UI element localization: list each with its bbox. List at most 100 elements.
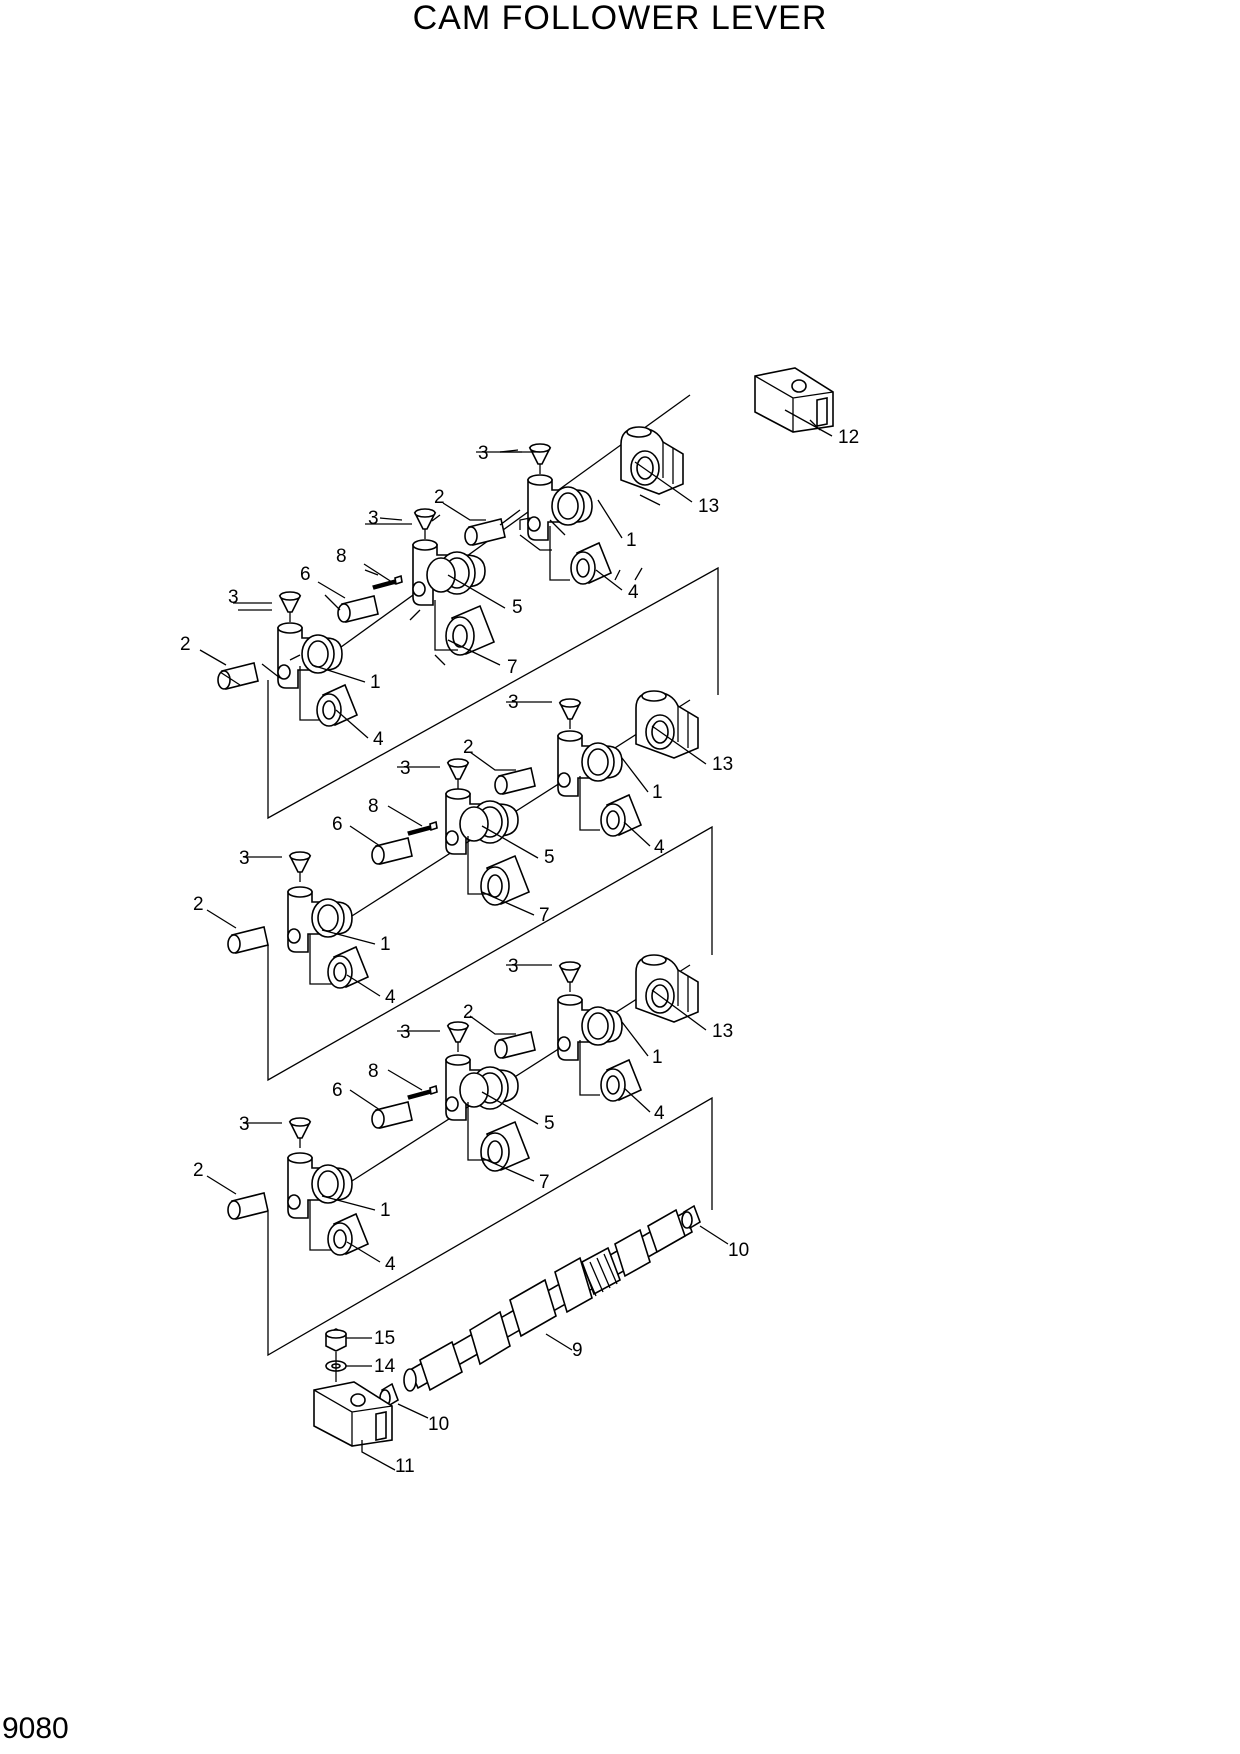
callout-9: 9 <box>572 1340 583 1361</box>
callout-13: 13 <box>712 754 733 775</box>
callout-3: 3 <box>478 443 489 464</box>
callout-10a: 10 <box>728 1240 749 1261</box>
roller-4 <box>600 1059 642 1102</box>
callout-8: 8 <box>368 1061 379 1082</box>
callout-10b: 10 <box>428 1414 449 1435</box>
follower-lever-1 <box>557 730 623 797</box>
lever-group-middle: 13 3 2 1 3 8 4 6 3 5 2 7 1 4 <box>193 690 733 1008</box>
lever-group-top: 12 13 3 2 1 3 8 4 6 3 5 2 7 1 4 <box>180 367 859 750</box>
callout-11: 11 <box>395 1456 415 1477</box>
callout-7: 7 <box>539 905 550 926</box>
callout-7: 7 <box>539 1172 550 1193</box>
callouts-camshaft: 9 10 10 11 14 15 <box>374 1240 749 1477</box>
follower-lever-1b <box>287 1152 353 1219</box>
callout-1b: 1 <box>380 934 391 955</box>
pin-2b <box>227 926 269 954</box>
pin-6 <box>371 1101 413 1129</box>
screw-8 <box>407 821 438 836</box>
callout-5: 5 <box>544 847 555 868</box>
callouts-top: 12 13 3 2 1 3 8 4 6 3 5 2 7 1 4 <box>180 427 859 750</box>
grease-nipple-3c <box>289 851 311 883</box>
nut-15 <box>325 1328 347 1352</box>
callouts-bottom: 13 3 2 1 3 8 4 6 3 5 2 7 1 4 <box>193 956 733 1275</box>
camshaft-assembly: 9 10 10 11 14 15 <box>313 1204 749 1477</box>
callout-13: 13 <box>712 1021 733 1042</box>
grease-nipple-3 <box>559 961 581 993</box>
pin-2 <box>464 518 506 546</box>
callout-3b: 3 <box>400 1022 411 1043</box>
callout-1b: 1 <box>370 672 381 693</box>
roller-4 <box>570 542 612 585</box>
callout-5: 5 <box>512 597 523 618</box>
shaft-support-13 <box>620 426 684 495</box>
callout-7: 7 <box>507 657 518 678</box>
grease-nipple-3b <box>447 1021 469 1053</box>
callout-8: 8 <box>368 796 379 817</box>
callout-3c: 3 <box>239 1114 250 1135</box>
callout-15: 15 <box>374 1328 395 1349</box>
callout-3c: 3 <box>228 587 239 608</box>
callout-1: 1 <box>652 782 663 803</box>
mounting-bracket-11 <box>313 1381 393 1447</box>
page-title: CAM FOLLOWER LEVER <box>412 0 828 37</box>
grease-nipple-3 <box>529 443 551 475</box>
grease-nipple-3b <box>414 508 436 540</box>
camshaft-9 <box>403 1208 693 1392</box>
pin-6 <box>337 595 379 623</box>
callout-2: 2 <box>434 487 445 508</box>
callout-2b: 2 <box>180 634 191 655</box>
follower-lever-1 <box>557 994 623 1061</box>
callout-3: 3 <box>508 956 519 977</box>
screw-8 <box>372 575 403 590</box>
page-number: 9080 <box>2 1712 69 1745</box>
pin-2b <box>227 1192 269 1220</box>
callout-5: 5 <box>544 1113 555 1134</box>
roller-4b <box>327 946 369 989</box>
callout-6: 6 <box>300 564 311 585</box>
roller-7 <box>445 605 495 656</box>
callout-14: 14 <box>374 1356 396 1377</box>
shaft-support-13 <box>635 954 699 1023</box>
callout-1b: 1 <box>380 1200 391 1221</box>
follower-lever-1b <box>277 622 343 689</box>
callout-2: 2 <box>463 737 474 758</box>
pin-2 <box>494 767 536 795</box>
callout-4b: 4 <box>385 1254 396 1275</box>
callout-4b: 4 <box>385 987 396 1008</box>
follower-lever-1b <box>287 886 353 953</box>
roller-4 <box>600 794 642 837</box>
pin-2 <box>494 1031 536 1059</box>
callout-12: 12 <box>838 427 859 448</box>
callout-2b: 2 <box>193 894 204 915</box>
callout-1: 1 <box>652 1047 663 1068</box>
roller-7 <box>480 855 530 906</box>
grease-nipple-3b <box>447 758 469 790</box>
callout-4b: 4 <box>373 729 384 750</box>
pin-6 <box>371 837 413 865</box>
roller-4b <box>327 1213 369 1256</box>
pin-2b <box>217 662 259 690</box>
roller-7 <box>480 1121 530 1172</box>
roller-4b <box>316 684 358 727</box>
mounting-bracket-12 <box>754 367 834 433</box>
callout-4: 4 <box>654 1103 665 1124</box>
callout-3c: 3 <box>239 848 250 869</box>
grease-nipple-3 <box>559 698 581 730</box>
callout-4: 4 <box>654 837 665 858</box>
callout-8: 8 <box>336 546 347 567</box>
callout-2b: 2 <box>193 1160 204 1181</box>
callout-13: 13 <box>698 496 719 517</box>
grease-nipple-3c <box>279 591 301 623</box>
grease-nipple-3c <box>289 1117 311 1149</box>
screw-8 <box>407 1085 438 1100</box>
lever-group-bottom: 13 3 2 1 3 8 4 6 3 5 2 7 1 4 <box>193 954 733 1275</box>
follower-lever-5 <box>445 1054 519 1121</box>
plug-10a <box>681 1204 701 1230</box>
callout-3b: 3 <box>368 508 379 529</box>
callout-3b: 3 <box>400 758 411 779</box>
callout-6: 6 <box>332 814 343 835</box>
follower-lever-5 <box>445 788 519 855</box>
callout-4: 4 <box>628 582 639 603</box>
callouts-middle: 13 3 2 1 3 8 4 6 3 5 2 7 1 4 <box>193 692 733 1008</box>
